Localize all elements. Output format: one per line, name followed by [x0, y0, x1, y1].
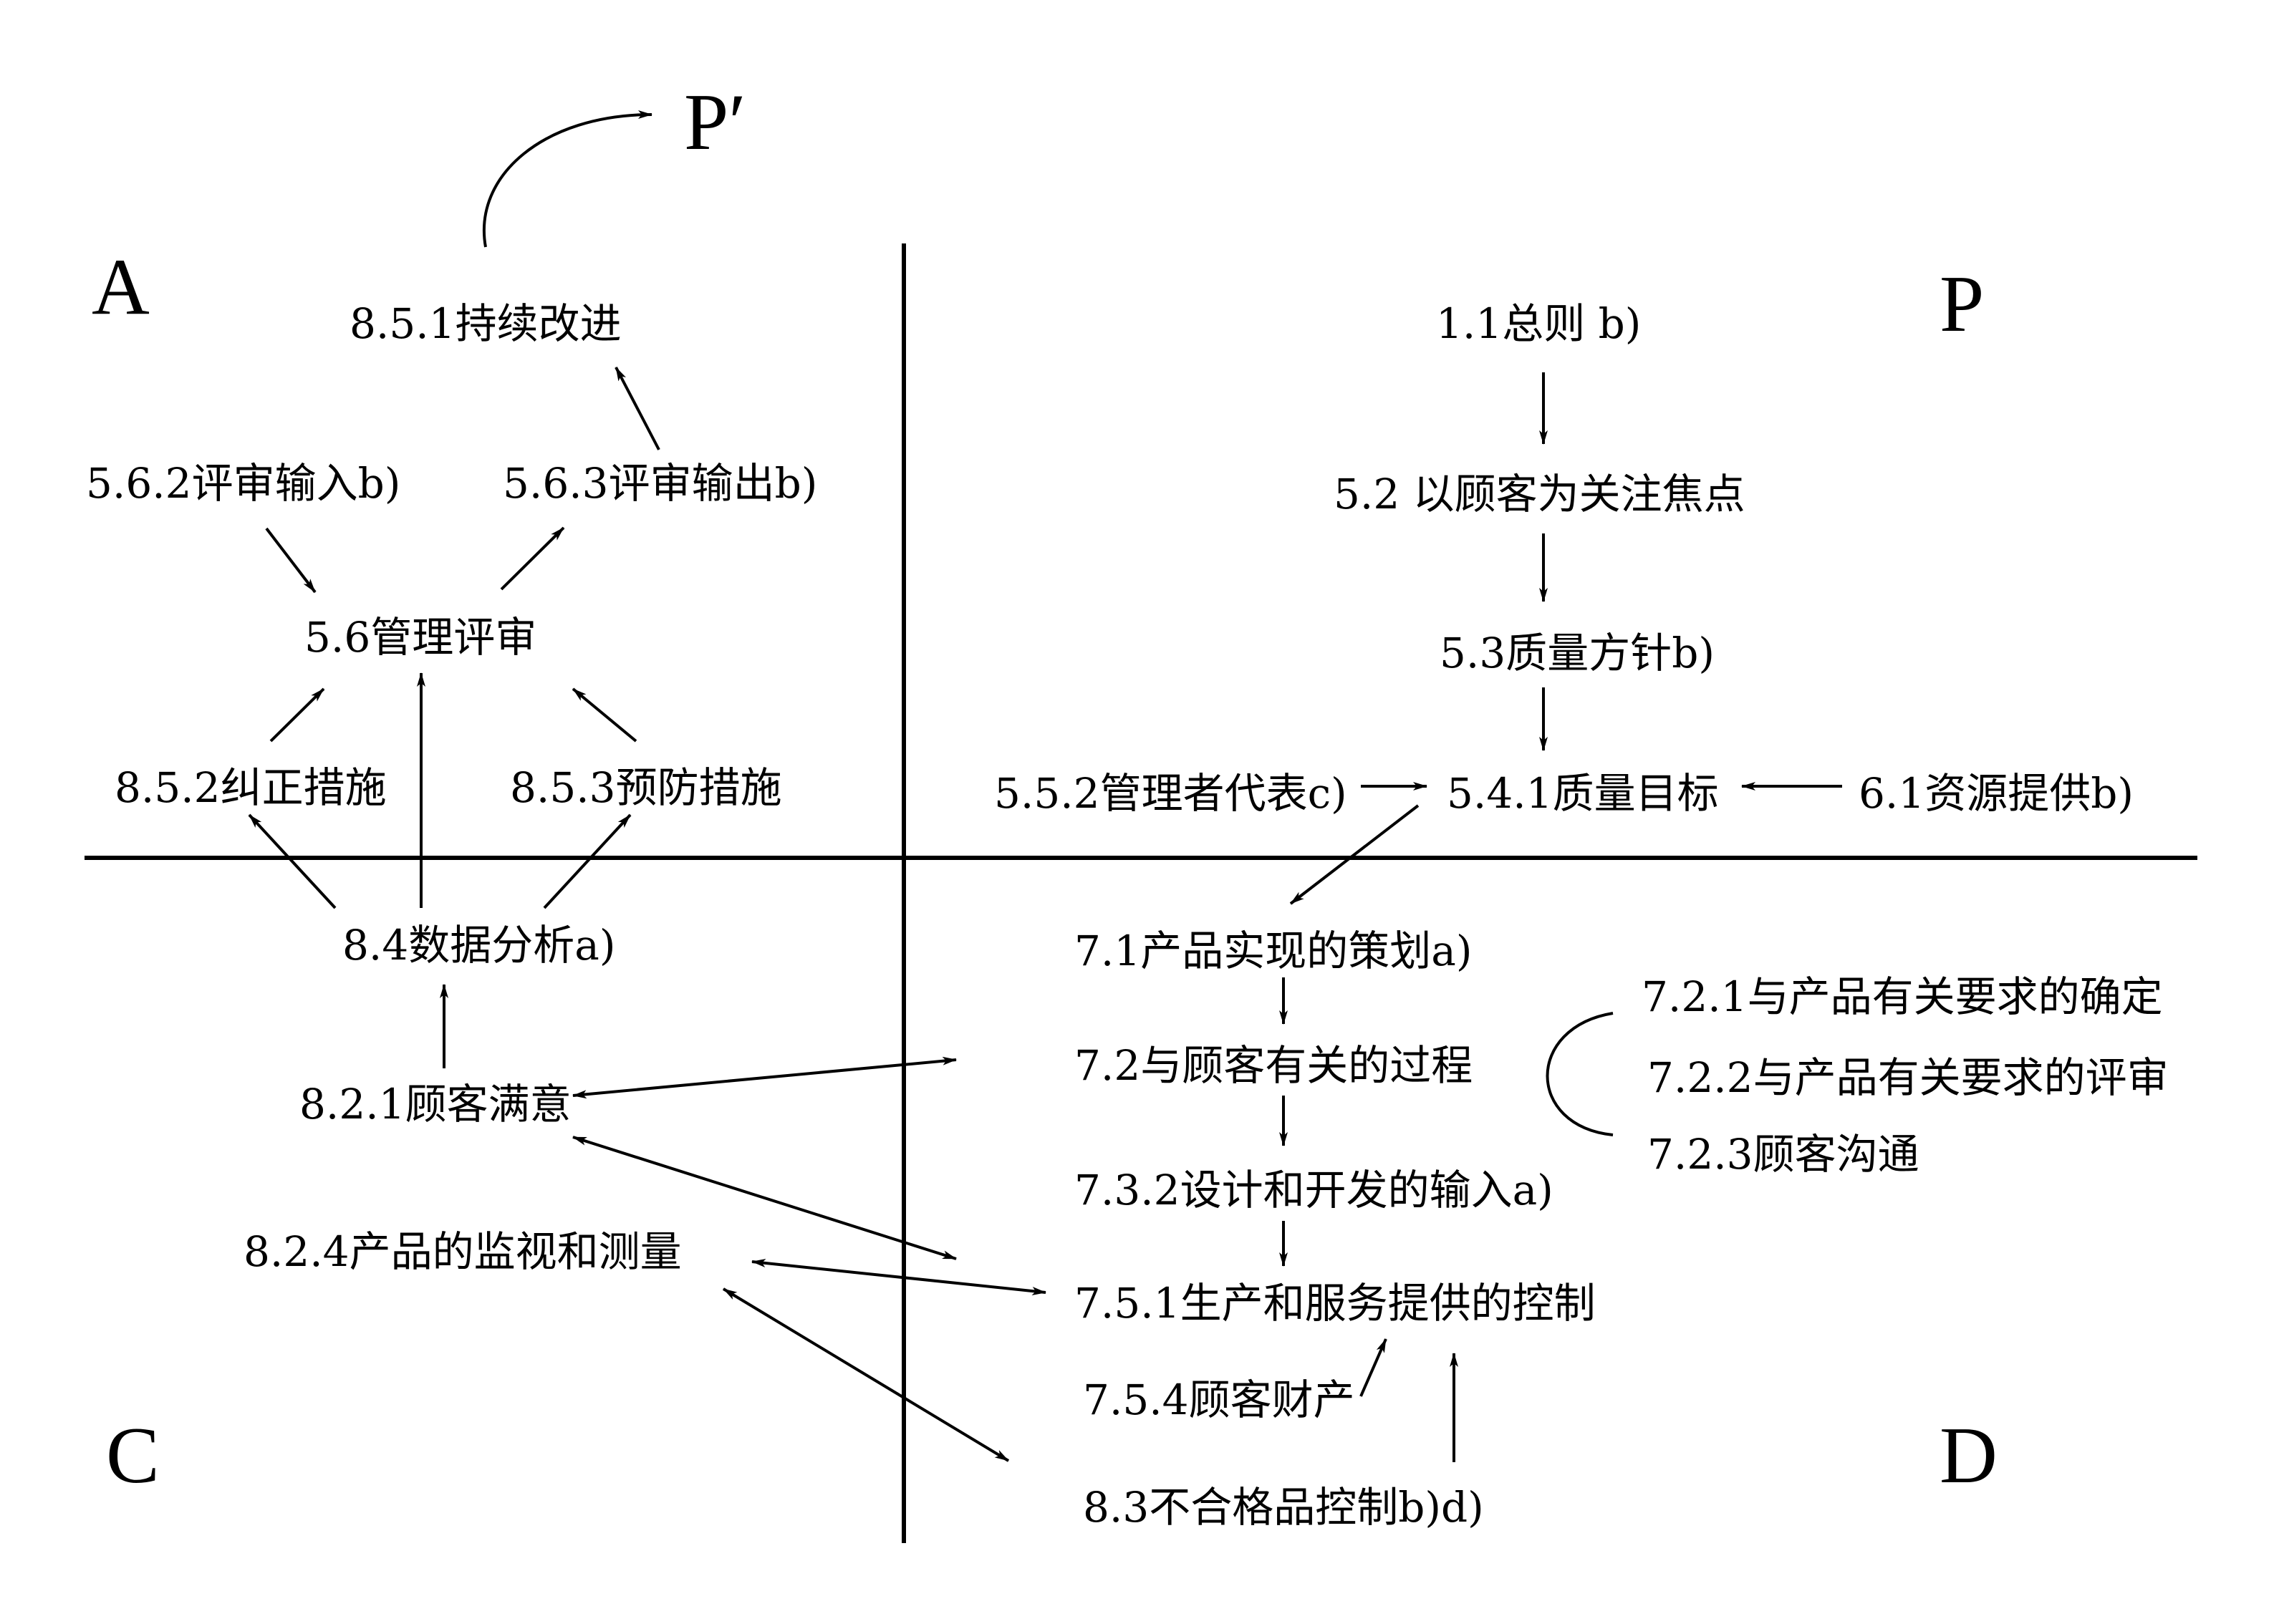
node-5-3-quality-policy: 5.3质量方针b): [1440, 629, 1715, 677]
node-5-5-2-management-representative: 5.5.2管理者代表c): [994, 769, 1347, 818]
node-7-1-planning-product-realization: 7.1产品实现的策划a): [1074, 927, 1472, 975]
edge-8-5-2-to-5-6: [269, 687, 325, 743]
edge-8-5-1-to-p-prime: [483, 110, 652, 248]
node-8-5-3-preventive-action: 8.5.3预防措施: [510, 763, 782, 812]
node-7-3-2-design-development-inputs: 7.3.2设计和开发的输入a): [1074, 1166, 1553, 1214]
edge-8-2-1-and-7-2: [572, 1056, 957, 1099]
node-7-5-4-customer-property: 7.5.4顾客财产: [1083, 1376, 1355, 1424]
node-7-2-2-requirements-review: 7.2.2与产品有关要求的评审: [1647, 1053, 2169, 1102]
bracket-7-2-subitems: [1546, 1012, 1614, 1136]
node-5-6-management-review: 5.6管理评审: [304, 613, 536, 662]
p-prime-label: P′: [684, 78, 746, 167]
quadrant-label-p: P: [1940, 260, 1984, 349]
node-7-2-customer-related-processes: 7.2与顾客有关的过程: [1074, 1041, 1473, 1090]
node-1-1-general: 1.1总则 b): [1436, 299, 1641, 348]
edge-8-4-to-8-5-3: [543, 813, 632, 909]
edge-7-5-4-to-7-5-1: [1359, 1338, 1387, 1397]
node-5-4-1-quality-objectives: 5.4.1质量目标: [1447, 769, 1719, 818]
edge-8-2-1-and-7-5-1: [572, 1136, 957, 1260]
edge-5-6-to-5-6-3: [500, 526, 565, 591]
node-7-2-1-requirements-determination: 7.2.1与产品有关要求的确定: [1642, 972, 2163, 1021]
node-8-3-nonconforming-product: 8.3不合格品控制b)d): [1083, 1483, 1484, 1532]
edge-8-4-to-8-5-2: [248, 813, 337, 909]
node-8-2-1-customer-satisfaction: 8.2.1顾客满意: [299, 1080, 572, 1128]
edge-5-6-2-to-5-6: [265, 527, 317, 594]
node-8-4-data-analysis: 8.4数据分析a): [342, 921, 615, 970]
node-5-6-3-review-output: 5.6.3评审输出b): [503, 459, 817, 508]
node-8-5-1-continual-improvement: 8.5.1持续改进: [350, 299, 622, 348]
node-7-2-3-customer-communication: 7.2.3顾客沟通: [1647, 1130, 1919, 1179]
quadrant-label-a: A: [92, 243, 150, 332]
node-6-1-provision-of-resources: 6.1资源提供b): [1859, 769, 2134, 818]
edge-5-6-3-to-8-5-1: [615, 367, 660, 450]
node-5-2-customer-focus: 5.2 以顾客为关注焦点: [1334, 470, 1745, 518]
node-7-5-1-production-service-control: 7.5.1生产和服务提供的控制: [1074, 1279, 1596, 1328]
node-8-2-4-product-monitoring: 8.2.4产品的监视和测量: [244, 1227, 682, 1276]
edge-8-2-4-and-7-5-1: [751, 1259, 1046, 1295]
node-8-5-2-corrective-action: 8.5.2纠正措施: [115, 763, 387, 812]
edge-5-4-1-to-7-1: [1289, 804, 1420, 905]
edge-8-5-3-to-5-6: [572, 687, 637, 743]
quadrant-label-c: C: [106, 1411, 160, 1500]
edge-8-2-4-and-8-3: [722, 1287, 1010, 1462]
node-5-6-2-review-input: 5.6.2评审输入b): [86, 459, 400, 508]
quadrant-label-d: D: [1940, 1411, 1998, 1500]
